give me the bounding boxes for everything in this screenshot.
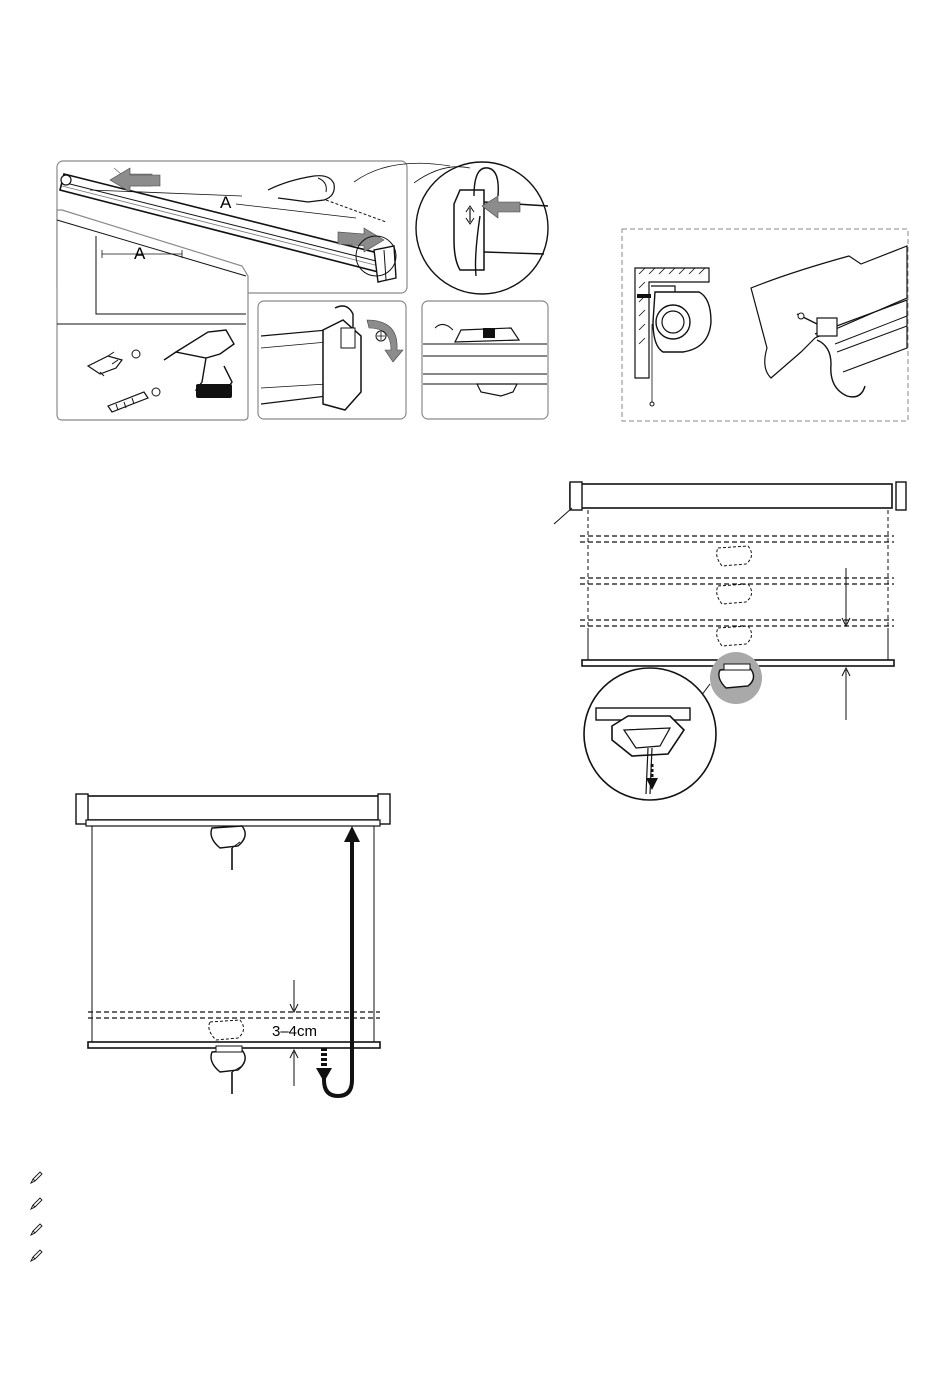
- wall-ceiling-panel: A: [56, 206, 256, 422]
- note-item: [30, 1190, 43, 1216]
- pencil-icon: [30, 1249, 43, 1262]
- dimension-label-a-bottom: A: [134, 244, 146, 263]
- ceiling-mount-panel: [621, 228, 909, 422]
- pencil-icon: [30, 1171, 43, 1184]
- bracket-top-panel: [421, 300, 549, 420]
- pencil-icon: [30, 1197, 43, 1210]
- blind-stop-positions-panel: [550, 478, 910, 802]
- pencil-icon: [30, 1223, 43, 1236]
- note-item: [30, 1242, 43, 1268]
- bracket-rotate-panel: [257, 300, 407, 420]
- note-item: [30, 1164, 43, 1190]
- pull-cord-panel: 3–4cm: [70, 790, 400, 1110]
- pull-cord-arrow-icon: [316, 826, 360, 1096]
- gap-measure-label: 3–4cm: [272, 1023, 317, 1040]
- note-item: [30, 1216, 43, 1242]
- headrail: [570, 482, 906, 510]
- end-bracket-right: [374, 246, 396, 282]
- zoom-connector: [350, 156, 460, 186]
- notes-list: [30, 1164, 43, 1268]
